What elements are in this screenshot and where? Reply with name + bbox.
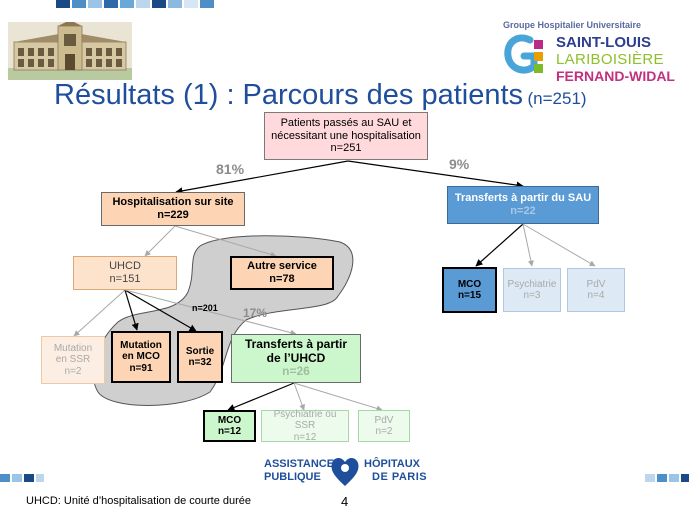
footer-stripe [657,474,667,482]
node-uhcd: UHCD n=151 [73,256,177,290]
node-sortie-line1: Sortie [186,346,214,358]
node-uhcd-pdv-line2: n=2 [376,426,393,438]
node-sau-psychiatrie: Psychiatrie n=3 [503,268,561,312]
node-uhcd-mco: MCO n=12 [203,410,256,442]
node-transfer-uhcd-line2: de l’UHCD [267,352,326,366]
node-uhcd-pdv: PdV n=2 [358,410,410,442]
node-sau-psy-line1: Psychiatrie [508,279,557,291]
node-mut-mco-line3: n=91 [129,363,152,375]
node-site-line1: Hospitalisation sur site [112,196,233,209]
footer-stripe [24,474,34,482]
aphp-heart-icon [330,454,360,488]
node-mut-ssr-line1: Mutation [54,343,92,355]
node-uhcd-mco-line1: MCO [218,415,241,427]
node-sau-mco: MCO n=15 [442,267,497,313]
count-201-label: n=201 [192,303,218,313]
node-root-patients: Patients passés au SAU et nécessitant un… [264,112,428,160]
node-sortie: Sortie n=32 [177,331,223,383]
footer-stripe [681,474,689,482]
node-uhcd-line2: n=151 [110,273,141,286]
node-autre-service: Autre service n=78 [230,256,334,290]
node-mut-ssr-line3: n=2 [65,366,82,378]
node-uhcd-psychiatrie-ssr: Psychiatrie ou SSR n=12 [261,410,349,442]
node-root-line1: Patients passés au SAU et [281,117,412,130]
aphp-logo-hopitaux: HÔPITAUX [364,458,420,470]
node-sortie-line2: n=32 [188,357,211,369]
footer-stripe [0,474,10,482]
node-transfer-sau-line1: Transferts à partir du SAU [455,192,591,205]
aphp-logo-paris: DE PARIS [372,471,427,483]
aphp-logo-publique: PUBLIQUE [264,471,321,483]
percent-uhcd-label: 17% [243,306,267,320]
aphp-logo-assistance: ASSISTANCE [264,458,334,470]
node-hospitalisation-site: Hospitalisation sur site n=229 [101,192,245,226]
node-autre-line2: n=78 [269,273,294,286]
node-root-line3: n=251 [331,142,362,155]
node-sau-pdv: PdV n=4 [567,268,625,312]
node-site-line2: n=229 [157,209,189,222]
node-transfer-sau-line2: n=22 [510,205,535,218]
node-root-line2: nécessitant une hospitalisation [271,130,421,143]
footer-stripe [12,474,22,482]
node-sau-mco-line2: n=15 [458,290,481,302]
node-mut-mco-line1: Mutation [120,340,162,352]
node-mutation-ssr: Mutation en SSR n=2 [41,336,105,384]
node-uhcd-pdv-line1: PdV [375,415,394,427]
node-transfer-uhcd-line1: Transferts à partir [245,338,347,352]
percent-site-label: 81% [216,161,244,177]
node-transferts-sau: Transferts à partir du SAU n=22 [447,186,599,224]
node-uhcd-mco-line2: n=12 [218,426,241,438]
node-sau-psy-line2: n=3 [524,290,541,302]
page-number: 4 [341,494,348,509]
node-uhcd-line1: UHCD [109,260,141,273]
node-transferts-uhcd: Transferts à partir de l’UHCD n=26 [231,334,361,383]
percent-transfer-label: 9% [449,156,469,172]
aphp-logo: ASSISTANCE PUBLIQUE HÔPITAUX DE PARIS [262,454,432,488]
node-mut-ssr-line2: en SSR [56,354,90,366]
node-uhcd-psy-line2: n=12 [294,432,317,444]
footnote: UHCD: Unité d’hospitalisation de courte … [26,495,251,507]
node-mutation-mco: Mutation en MCO n=91 [111,331,171,383]
node-autre-line1: Autre service [247,260,317,273]
node-sau-pdv-line1: PdV [587,279,606,291]
node-mut-mco-line2: en MCO [122,351,160,363]
node-transfer-uhcd-line3: n=26 [282,365,310,379]
node-sau-mco-line1: MCO [458,279,481,291]
footer-stripe [36,474,44,482]
footer-stripe [669,474,679,482]
node-uhcd-psy-line1: Psychiatrie ou SSR [262,409,348,432]
footer-stripe [645,474,655,482]
node-sau-pdv-line2: n=4 [588,290,605,302]
